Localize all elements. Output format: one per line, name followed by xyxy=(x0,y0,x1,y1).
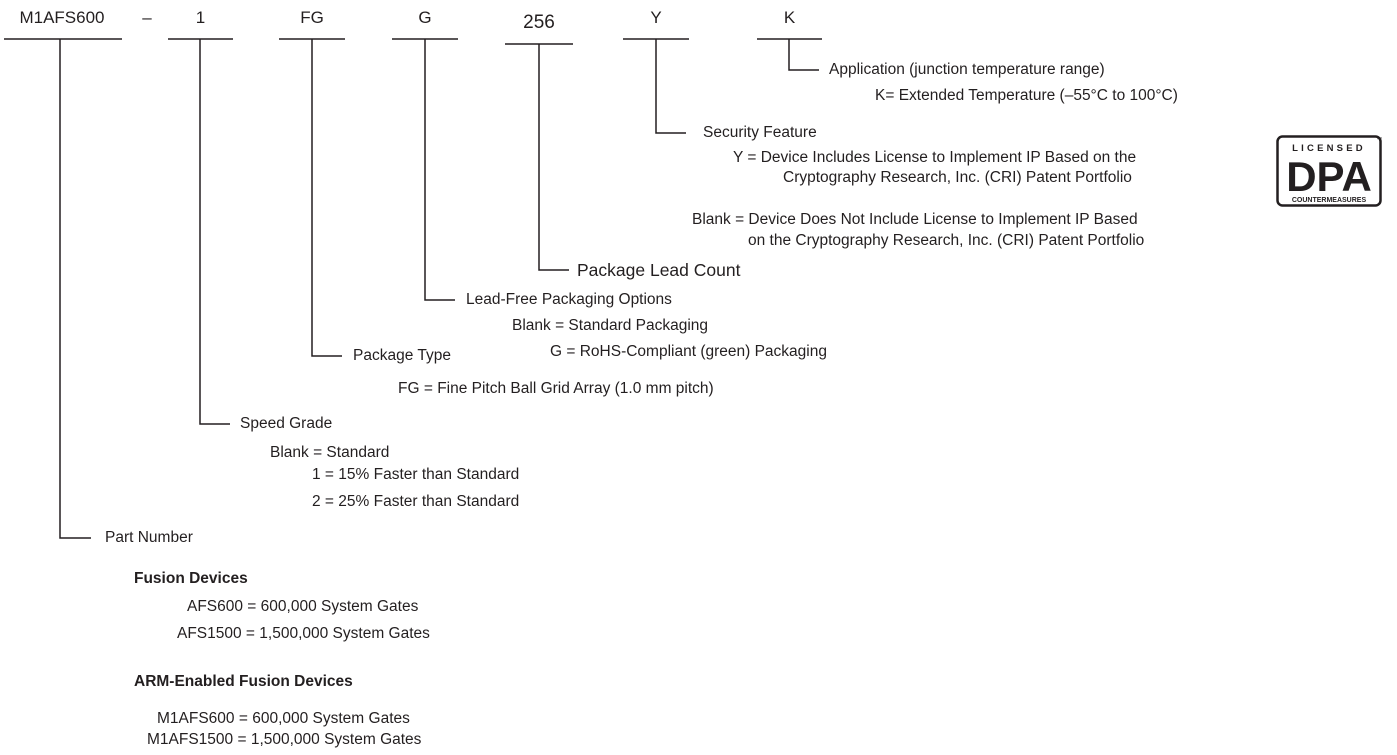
speed-option-2: 2 = 25% Faster than Standard xyxy=(312,493,520,510)
lead-free-option-g: G = RoHS-Compliant (green) Packaging xyxy=(550,343,827,360)
fusion-device-afs1500: AFS1500 = 1,500,000 System Gates xyxy=(177,625,430,642)
leader-security xyxy=(655,39,686,134)
leader-leadcount xyxy=(538,44,569,271)
arm-devices-heading: ARM-Enabled Fusion Devices xyxy=(134,673,353,690)
arm-device-m1afs1500: M1AFS1500 = 1,500,000 System Gates xyxy=(147,731,422,748)
leader-leadfree xyxy=(424,39,455,301)
leader-speed xyxy=(199,39,230,425)
speed-option-1: 1 = 15% Faster than Standard xyxy=(312,466,520,483)
security-title: Security Feature xyxy=(703,124,817,141)
security-y-line1: Y = Device Includes License to Implement… xyxy=(733,149,1137,166)
leader-package xyxy=(311,39,342,357)
lead-free-option-blank: Blank = Standard Packaging xyxy=(512,317,709,334)
segment-part-number: M1AFS600 xyxy=(19,8,105,27)
segment-security: Y xyxy=(650,8,662,27)
package-type-option-fg: FG = Fine Pitch Ball Grid Array (1.0 mm … xyxy=(398,380,714,397)
security-blank-line1: Blank = Device Does Not Include License … xyxy=(692,211,1138,228)
lead-count-title: Package Lead Count xyxy=(577,260,741,280)
package-type-title: Package Type xyxy=(353,347,451,364)
fusion-device-afs600: AFS600 = 600,000 System Gates xyxy=(187,598,419,615)
part-number-title: Part Number xyxy=(105,529,193,546)
leader-part xyxy=(59,39,91,539)
security-y-line2: Cryptography Research, Inc. (CRI) Patent… xyxy=(783,169,1132,186)
licensed-dpa-logo: LICENSED DPA COUNTERMEASURES ™ xyxy=(1276,135,1382,207)
arm-device-m1afs600: M1AFS600 = 600,000 System Gates xyxy=(157,710,410,727)
speed-grade-title: Speed Grade xyxy=(240,415,333,432)
segment-leadfree: G xyxy=(418,8,432,27)
security-blank-line2: on the Cryptography Research, Inc. (CRI)… xyxy=(748,232,1145,249)
logo-countermeasures-text: COUNTERMEASURES xyxy=(1292,197,1367,204)
leader-application xyxy=(788,39,819,71)
logo-licensed-text: LICENSED xyxy=(1292,143,1366,154)
application-option-k: K= Extended Temperature (–55°C to 100°C) xyxy=(875,87,1178,104)
segment-dash: – xyxy=(142,8,152,27)
segment-speed: 1 xyxy=(195,8,206,27)
fusion-devices-heading: Fusion Devices xyxy=(134,570,248,587)
application-title: Application (junction temperature range) xyxy=(829,61,1105,78)
logo-dpa-text: DPA xyxy=(1286,153,1372,200)
lead-free-title: Lead-Free Packaging Options xyxy=(466,291,672,308)
speed-option-blank: Blank = Standard xyxy=(270,444,390,461)
segment-package: FG xyxy=(300,8,324,27)
segment-application: K xyxy=(783,8,796,27)
logo-tm-text: ™ xyxy=(1376,136,1382,143)
segment-leadcount: 256 xyxy=(523,12,555,33)
